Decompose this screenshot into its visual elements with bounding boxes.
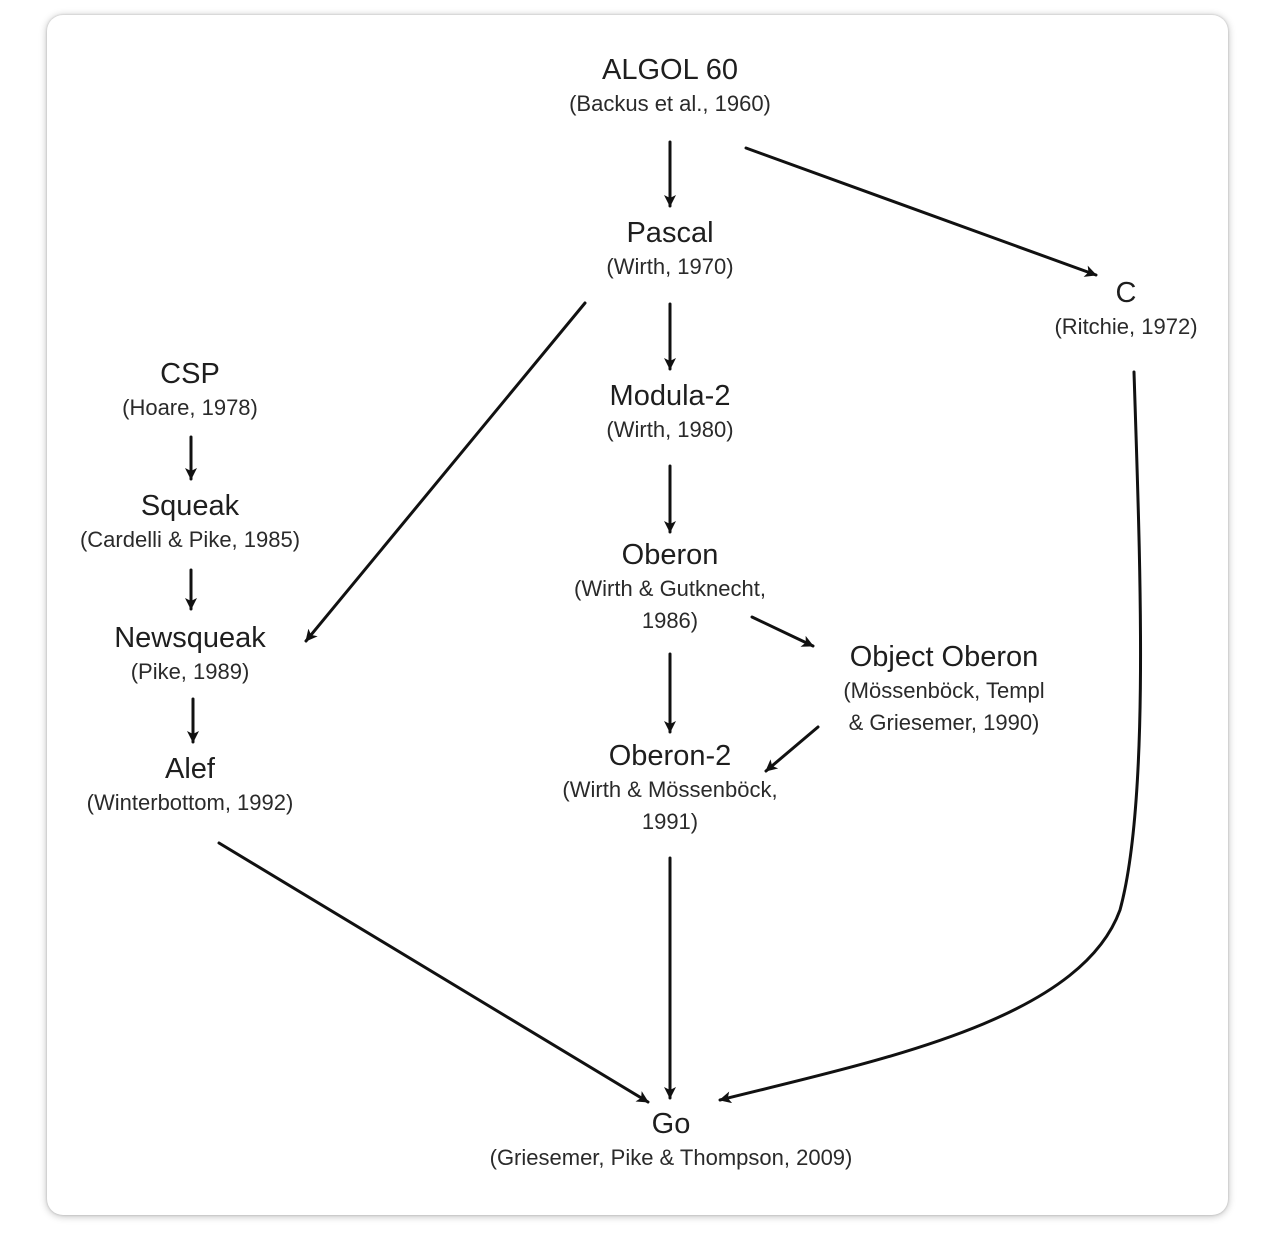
node-squeak-citation: (Cardelli & Pike, 1985) — [79, 527, 301, 552]
node-object-oberon: Object Oberon (Mössenböck, Templ & Gries… — [843, 639, 1044, 739]
node-oberon: Oberon (Wirth & Gutknecht, 1986) — [574, 537, 766, 637]
node-alef: Alef (Winterbottom, 1992) — [87, 751, 294, 819]
node-pascal-citation: (Wirth, 1970) — [606, 254, 734, 279]
node-oberon-citation-line1: (Wirth & Gutknecht, — [574, 576, 766, 601]
node-c-name: C — [1115, 277, 1137, 309]
edge-algol60-c — [744, 146, 1098, 277]
node-oberon2-citation-line1: (Wirth & Mössenböck, — [562, 777, 778, 802]
node-newsqueak-citation: (Pike, 1989) — [130, 659, 250, 684]
node-oberon-citation-line2: 1986) — [641, 608, 699, 633]
node-pascal: Pascal (Wirth, 1970) — [606, 215, 733, 283]
node-csp: CSP (Hoare, 1978) — [122, 356, 258, 424]
node-algol60-name: ALGOL 60 — [602, 54, 738, 86]
node-c-citation: (Ritchie, 1972) — [1054, 314, 1198, 339]
node-csp-name: CSP — [160, 358, 220, 390]
node-go: Go (Griesemer, Pike & Thompson, 2009) — [490, 1106, 853, 1174]
node-newsqueak-name: Newsqueak — [114, 622, 266, 654]
node-go-citation: (Griesemer, Pike & Thompson, 2009) — [489, 1145, 853, 1170]
node-squeak-name: Squeak — [140, 490, 240, 522]
node-modula2: Modula-2 (Wirth, 1980) — [606, 378, 733, 446]
node-c: C (Ritchie, 1972) — [1054, 275, 1197, 343]
edge-oberon-objectoberon — [750, 615, 815, 648]
node-modula2-citation: (Wirth, 1980) — [606, 417, 734, 442]
node-pascal-name: Pascal — [626, 217, 714, 249]
edge-objectoberon-oberon2 — [764, 725, 820, 773]
node-oberon2-citation-line2: 1991) — [641, 809, 699, 834]
edge-c-go — [718, 370, 1143, 1104]
edge-alef-go — [217, 841, 650, 1104]
node-oberon2-name: Oberon-2 — [608, 740, 732, 772]
node-csp-citation: (Hoare, 1978) — [122, 395, 258, 420]
node-squeak: Squeak (Cardelli & Pike, 1985) — [80, 488, 300, 556]
node-object-oberon-citation-line2: & Griesemer, 1990) — [848, 710, 1040, 735]
node-object-oberon-citation-line1: (Mössenböck, Templ — [843, 678, 1045, 703]
diagram-card — [47, 15, 1228, 1215]
node-algol60: ALGOL 60 (Backus et al., 1960) — [569, 52, 771, 120]
node-object-oberon-name: Object Oberon — [849, 641, 1039, 673]
node-oberon-name: Oberon — [621, 539, 719, 571]
node-go-name: Go — [651, 1108, 691, 1140]
node-modula2-name: Modula-2 — [609, 380, 731, 412]
node-alef-name: Alef — [165, 753, 215, 785]
node-oberon2: Oberon-2 (Wirth & Mössenböck, 1991) — [562, 738, 777, 838]
edge-pascal-newsqueak — [304, 301, 587, 643]
node-newsqueak: Newsqueak (Pike, 1989) — [114, 620, 266, 688]
node-alef-citation: (Winterbottom, 1992) — [86, 790, 294, 815]
node-algol60-citation: (Backus et al., 1960) — [569, 91, 771, 116]
